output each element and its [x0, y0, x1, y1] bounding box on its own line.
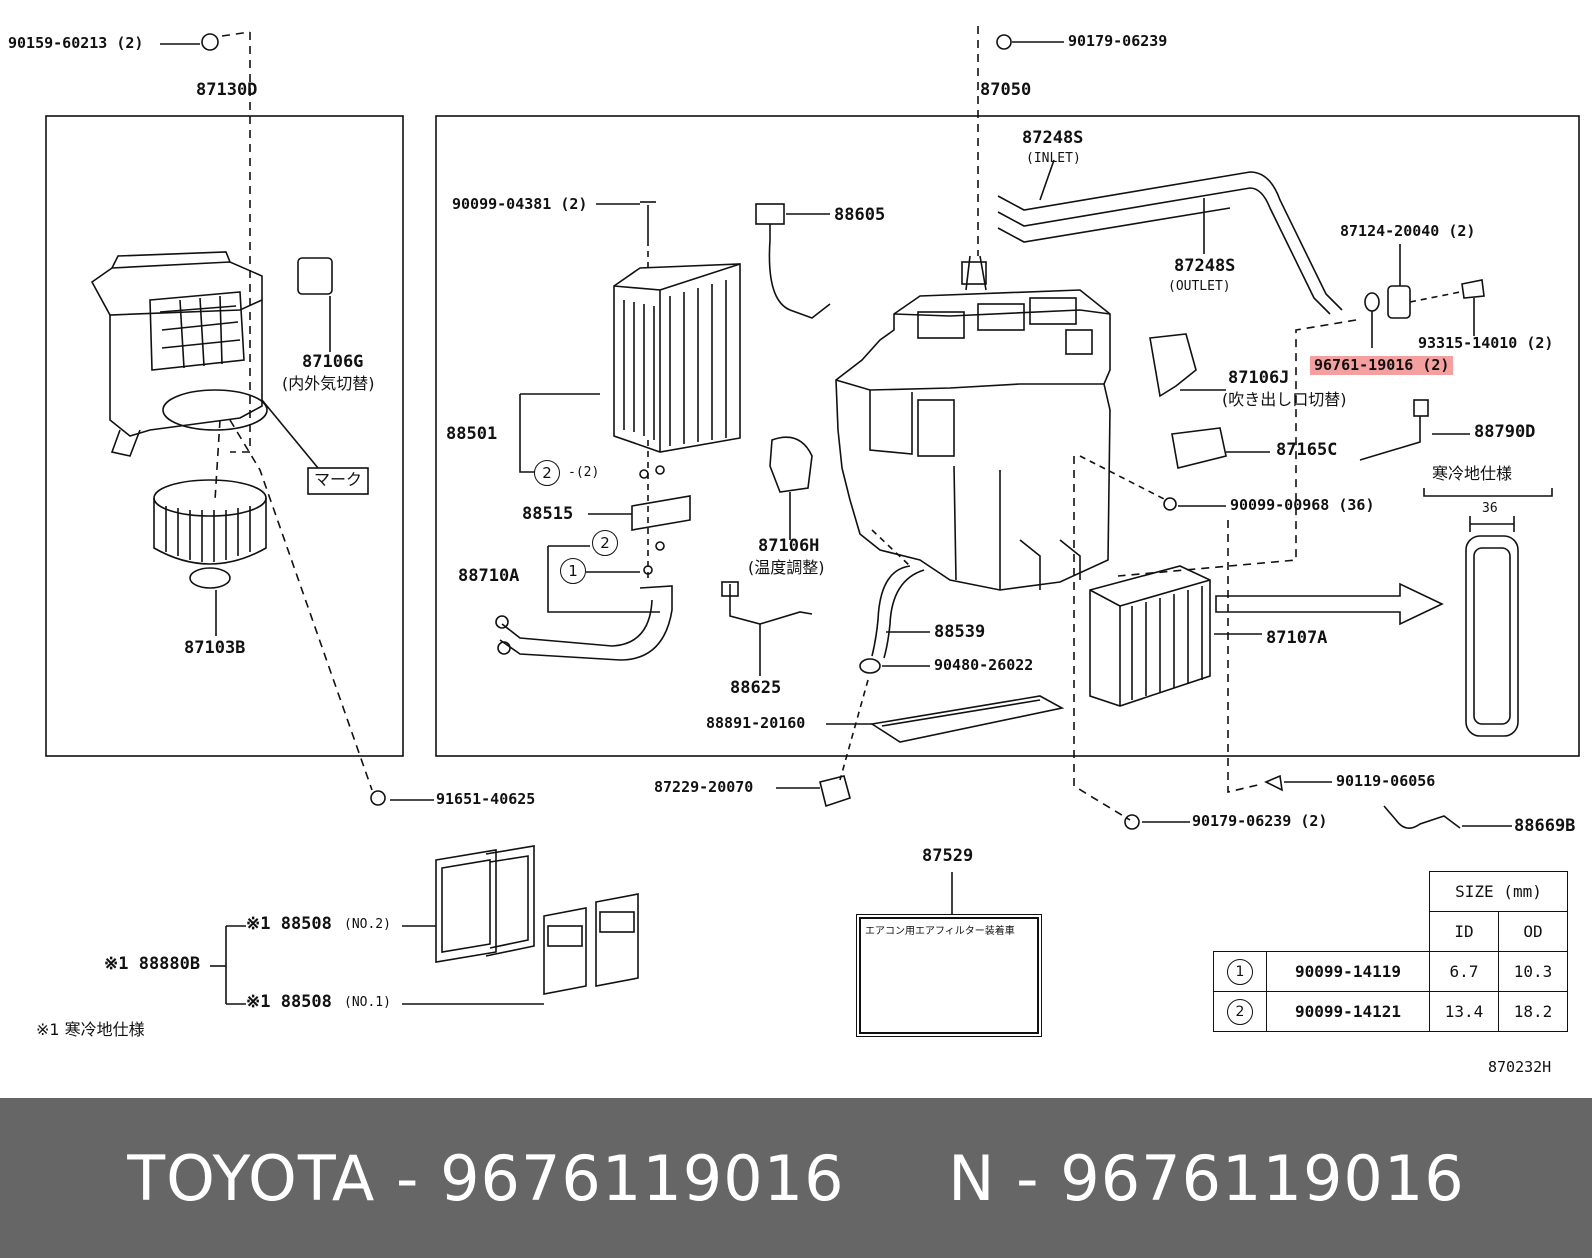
label-footnote: ※1 寒冷地仕様 — [36, 1020, 145, 1039]
label-88501[interactable]: 88501 — [446, 424, 498, 444]
size-table-subheader-row: ID OD — [1214, 911, 1568, 952]
frame-87130D — [45, 115, 404, 757]
label-diagram-number: 870232H — [1488, 1058, 1552, 1076]
label-88891-20160[interactable]: 88891-20160 — [706, 714, 806, 732]
table-row: 1 90099-14119 6.7 10.3 — [1213, 951, 1568, 992]
label-90480-26022[interactable]: 90480-26022 — [934, 656, 1034, 674]
circle-mark-2: 2 — [534, 460, 560, 486]
clip-87124 — [1387, 285, 1411, 319]
label-no1: (NO.1) — [344, 995, 391, 1010]
heater-core-87107A — [1089, 565, 1211, 707]
o-ring-96761-19016 — [1364, 292, 1380, 312]
caution-label-87529: エアコン用エアフィルター装着車 — [856, 914, 1042, 1037]
row-od: 10.3 — [1498, 951, 1568, 992]
label-91651-40625[interactable]: 91651-40625 — [436, 790, 536, 808]
label-outlet: (OUTLET) — [1168, 279, 1231, 294]
label-87130D[interactable]: 87130D — [196, 80, 258, 100]
label-inlet: (INLET) — [1026, 151, 1081, 166]
label-87165C[interactable]: 87165C — [1276, 440, 1338, 460]
label-88880B[interactable]: ※1 88880B — [104, 954, 201, 974]
label-87106H[interactable]: 87106H — [758, 536, 820, 556]
label-90179-06239-bottom[interactable]: 90179-06239 (2) — [1192, 812, 1328, 830]
label-90179-06239-top[interactable]: 90179-06239 — [1068, 32, 1168, 50]
row-id: 13.4 — [1429, 991, 1499, 1032]
filters-88508 — [435, 845, 639, 995]
label-87106H-note: (温度調整) — [748, 558, 825, 577]
label-87124-20040[interactable]: 87124-20040 (2) — [1340, 222, 1476, 240]
label-87248S-inlet[interactable]: 87248S — [1022, 128, 1084, 148]
size-table: SIZE (mm) ID OD 1 90099-14119 6.7 10.3 2… — [1213, 871, 1568, 1032]
label-88625[interactable]: 88625 — [730, 678, 782, 698]
footer-part-number-text: TOYOTA - 9676119016 N - 9676119016 — [127, 1141, 1465, 1215]
label-90099-04381[interactable]: 90099-04381 (2) — [452, 195, 588, 213]
label-88508-no2[interactable]: ※1 88508 — [246, 914, 332, 934]
diagram-drawing — [45, 26, 1580, 1019]
label-87103B[interactable]: 87103B — [184, 638, 246, 658]
label-87050[interactable]: 87050 — [980, 80, 1032, 100]
row-part-number[interactable]: 90099-14121 — [1266, 991, 1430, 1032]
label-no2: (NO.2) — [344, 917, 391, 932]
servo-87106J — [1149, 333, 1197, 398]
row-mark: 2 — [1227, 998, 1253, 1025]
label-88790D[interactable]: 88790D — [1474, 422, 1536, 442]
row-mark: 1 — [1227, 958, 1253, 985]
label-87229-20070[interactable]: 87229-20070 — [654, 778, 754, 796]
pipe-88710A — [499, 585, 673, 661]
row-part-number[interactable]: 90099-14119 — [1266, 951, 1430, 992]
label-cold-spec: 寒冷地仕様 — [1432, 464, 1513, 483]
thermistor-88625 — [729, 584, 813, 625]
wire-88669B — [1383, 805, 1461, 829]
row-id: 6.7 — [1429, 951, 1499, 992]
blower-housing — [90, 251, 268, 457]
label-width-36: 36 — [1482, 501, 1498, 516]
sensor-88605 — [755, 203, 785, 225]
frame-87050 — [435, 115, 1580, 757]
pipes-87248S — [997, 171, 1343, 315]
label-90159-60213[interactable]: 90159-60213 (2) — [8, 34, 144, 52]
servo-87106G — [297, 257, 333, 295]
label-88605[interactable]: 88605 — [834, 205, 886, 225]
screw-93315 — [1461, 279, 1485, 299]
label-87248S-outlet[interactable]: 87248S — [1174, 256, 1236, 276]
filter-cover — [869, 695, 1065, 743]
table-row: 2 90099-14121 13.4 18.2 — [1213, 991, 1568, 1032]
label-card-title: エアコン用エアフィルター装着車 — [865, 926, 1015, 937]
expansion-valve — [631, 495, 691, 531]
servo-87106H — [769, 436, 813, 493]
cold-spec-core — [1465, 535, 1519, 737]
label-88508-no1[interactable]: ※1 88508 — [246, 992, 332, 1012]
label-96761-19016-highlighted[interactable]: 96761-19016 (2) — [1310, 356, 1454, 375]
label-88710A[interactable]: 88710A — [458, 566, 520, 586]
sensor-88790D — [1413, 399, 1429, 417]
label-87106J[interactable]: 87106J — [1228, 368, 1290, 388]
label-88669B[interactable]: 88669B — [1514, 816, 1576, 836]
label-88539[interactable]: 88539 — [934, 622, 986, 642]
size-table-col-id: ID — [1429, 911, 1499, 952]
label-87107A[interactable]: 87107A — [1266, 628, 1328, 648]
size-table-col-od: OD — [1498, 911, 1568, 952]
label-87106J-note: (吹き出し口切替) — [1222, 390, 1347, 409]
label-88515[interactable]: 88515 — [522, 504, 574, 524]
size-table-header-row: SIZE (mm) — [1214, 871, 1568, 912]
footer-banner: TOYOTA - 9676119016 N - 9676119016 — [0, 1098, 1592, 1258]
row-od: 18.2 — [1498, 991, 1568, 1032]
label-87106G[interactable]: 87106G — [302, 352, 364, 372]
label-90099-00968[interactable]: 90099-00968 (36) — [1230, 496, 1375, 514]
heater-unit — [835, 255, 1111, 591]
clip-87229 — [819, 775, 851, 808]
size-table-header: SIZE (mm) — [1429, 871, 1568, 912]
evaporator — [613, 263, 741, 453]
parts-diagram: 90159-60213 (2) 87130D 87106G (内外気切替) マー… — [8, 26, 1580, 1076]
label-mark: マーク — [314, 470, 363, 489]
label-circle-2-qty: -(2) — [568, 465, 600, 480]
label-87529[interactable]: 87529 — [922, 846, 974, 866]
circle-mark-1: 1 — [560, 558, 586, 584]
label-93315-14010[interactable]: 93315-14010 (2) — [1418, 334, 1554, 352]
circle-mark-2b: 2 — [592, 530, 618, 556]
resistor-87165C — [1171, 427, 1227, 469]
label-90119-06056[interactable]: 90119-06056 — [1336, 772, 1436, 790]
blower-fan — [153, 479, 267, 636]
hose-88539 — [871, 565, 911, 657]
label-87106G-note: (内外気切替) — [282, 374, 375, 393]
